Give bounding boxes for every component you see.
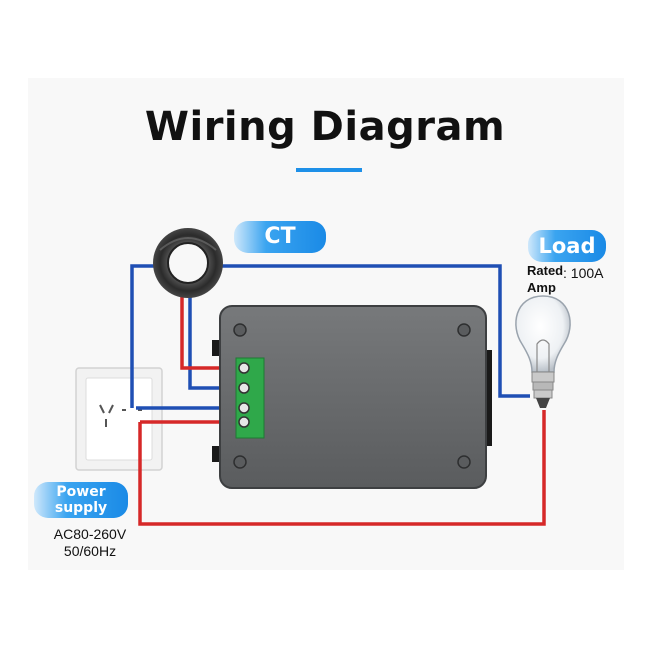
- title-underline: [296, 168, 362, 172]
- page-title: Wiring Diagram: [144, 104, 506, 150]
- power-spec: AC80-260V 50/60Hz: [40, 526, 140, 560]
- rated-label-line2: Amp: [527, 280, 556, 295]
- power-supply-label: Power supply: [34, 482, 128, 518]
- rated-amp-label: Rated Amp: [527, 262, 563, 296]
- spec-voltage: AC80-260V: [53, 526, 127, 542]
- power-line2: supply: [54, 500, 108, 516]
- bulb-icon: [515, 295, 571, 408]
- rated-amp-value: : 100A: [563, 265, 604, 281]
- ct-coil-icon: [153, 228, 223, 298]
- power-line1: Power: [56, 484, 106, 500]
- load-label: Load: [528, 230, 606, 262]
- spec-frequency: 50/60Hz: [63, 543, 117, 559]
- outlet-icon: [75, 367, 163, 471]
- rated-label-line1: Rated: [527, 263, 564, 278]
- meter-device-icon: [212, 305, 492, 489]
- ct-label: CT: [234, 221, 326, 253]
